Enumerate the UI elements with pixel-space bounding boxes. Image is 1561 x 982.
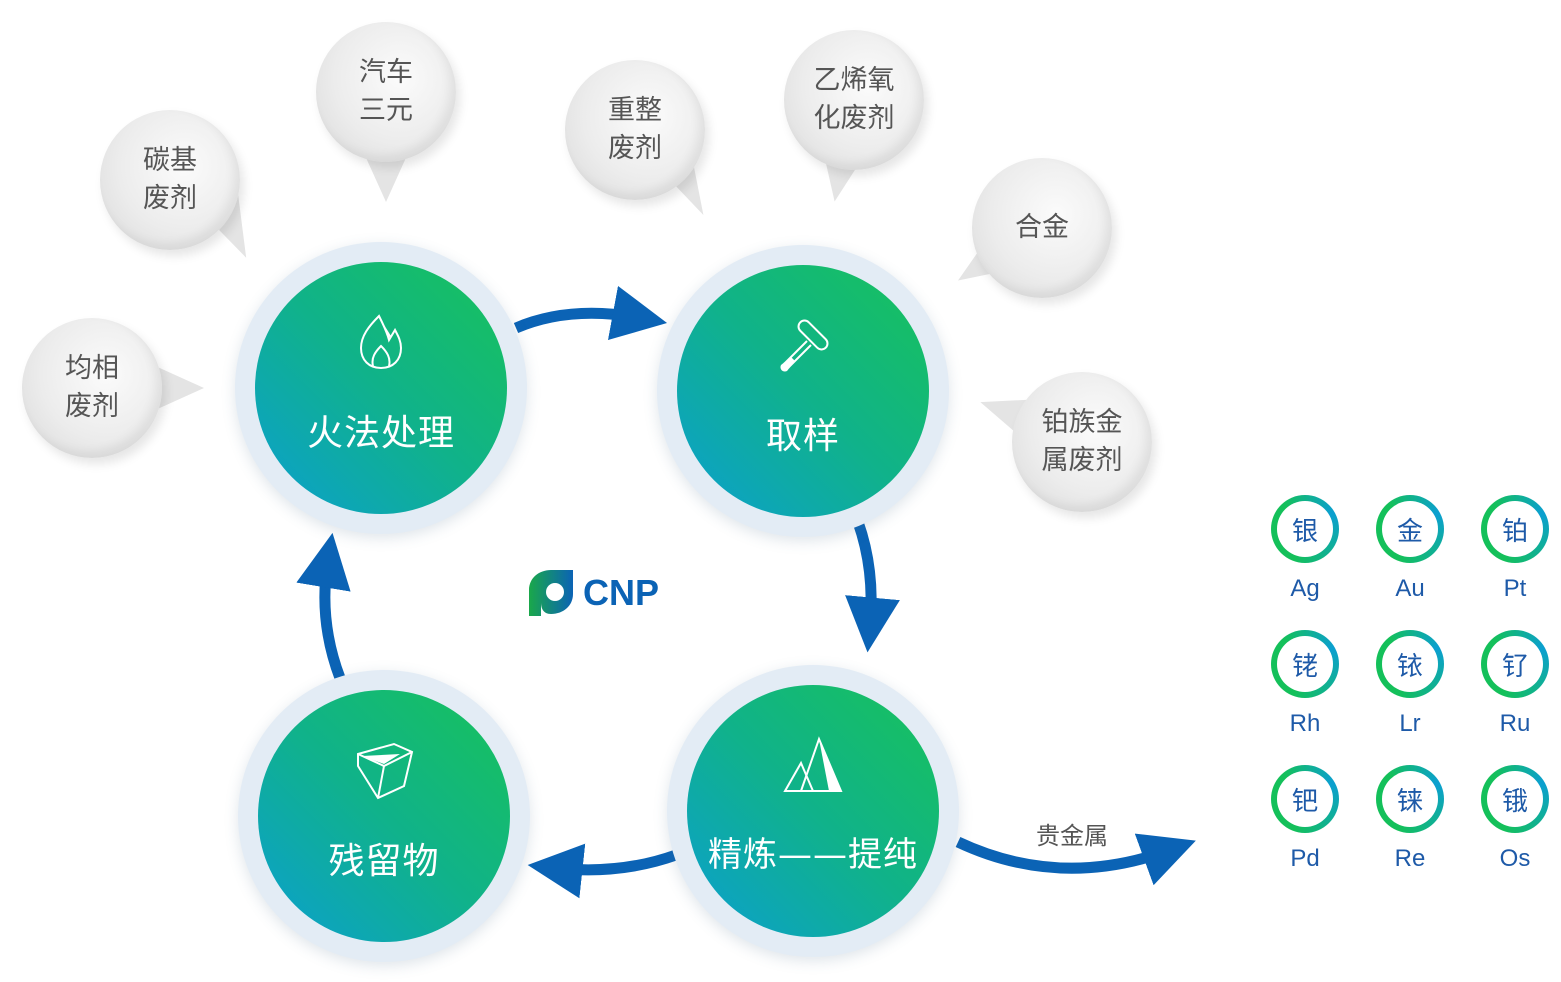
cnp-logo-mark-icon <box>529 570 573 616</box>
logo-text: CNP <box>583 572 660 613</box>
metal-cn: 铼 <box>1396 786 1423 817</box>
metal-item: 锇 Os <box>1475 765 1555 873</box>
flame-icon <box>359 314 403 370</box>
metal-cn: 金 <box>1396 516 1423 547</box>
metal-cn: 铱 <box>1396 651 1423 682</box>
feedstock-bubble-reforming: 重整 废剂 <box>565 60 713 225</box>
feedstock-label: 铂族金 属废剂 <box>1041 407 1123 476</box>
metal-cn: 银 <box>1291 516 1318 547</box>
metal-item: 铂 Pt <box>1475 495 1555 603</box>
process-label: 精炼——提纯 <box>708 835 918 875</box>
metal-item: 钌 Ru <box>1475 630 1555 738</box>
arrow-refining-to-residue <box>527 843 678 899</box>
metal-symbol: Rh <box>1289 710 1321 737</box>
arrow-refining-to-output <box>955 833 1196 886</box>
process-label: 残留物 <box>328 841 440 882</box>
metal-symbol: Lr <box>1399 710 1421 737</box>
metal-symbol: Pd <box>1290 845 1320 872</box>
metal-symbol: Re <box>1394 845 1426 872</box>
feedstock-label: 汽车 三元 <box>359 57 413 126</box>
feedstock-label: 碳基 废剂 <box>143 145 197 214</box>
arrow-sampling-to-refining <box>845 520 900 653</box>
feedstock-label: 重整 废剂 <box>608 95 662 164</box>
process-node-sampling: 取样 <box>657 245 949 537</box>
metal-item: 铱 Lr <box>1370 630 1450 738</box>
metal-cn: 铂 <box>1501 516 1528 547</box>
feedstock-bubble-pgm-spent: 铂族金 属废剂 <box>972 372 1152 512</box>
arrow-residue-to-pyro <box>296 532 351 680</box>
metal-cn: 钯 <box>1291 786 1318 817</box>
feedstock-label: 合金 <box>1015 212 1069 243</box>
metal-symbol: Ag <box>1290 575 1320 602</box>
metal-symbol: Au <box>1395 575 1425 602</box>
mountain-icon <box>783 736 843 792</box>
cnp-logo: CNP <box>527 568 659 618</box>
metal-item: 铑 Rh <box>1265 630 1345 738</box>
metal-item: 铼 Re <box>1370 765 1450 873</box>
metal-item: 钯 Pd <box>1265 765 1345 873</box>
feedstock-bubble-homogeneous: 均相 废剂 <box>22 318 204 458</box>
feedstock-label: 乙烯氧 化废剂 <box>813 65 895 134</box>
metal-cn: 铑 <box>1291 651 1318 682</box>
metal-symbol: Ru <box>1499 710 1531 737</box>
metal-item: 银 Ag <box>1265 495 1345 603</box>
metal-symbol: Os <box>1499 845 1531 872</box>
metal-cn: 钌 <box>1501 651 1528 682</box>
feedstock-label: 均相 废剂 <box>65 353 119 422</box>
dropper-icon <box>780 319 829 372</box>
process-node-pyro: 火法处理 <box>235 242 527 534</box>
feedstock-bubble-alloy: 合金 <box>944 158 1112 298</box>
feedstock-bubble-ethylene-oxidation: 乙烯氧 化废剂 <box>784 30 924 207</box>
process-node-refining: 精炼——提纯 <box>667 665 959 957</box>
feedstock-bubble-carbon-based: 碳基 废剂 <box>100 110 260 268</box>
metal-item: 金 Au <box>1370 495 1450 603</box>
process-node-residue: 残留物 <box>238 670 530 962</box>
metal-cn: 锇 <box>1501 786 1528 817</box>
process-label: 取样 <box>765 416 840 457</box>
feedstock-bubble-auto-three-way: 汽车 三元 <box>316 22 456 202</box>
arrow-pyro-to-sampling <box>513 285 668 341</box>
output-label: 贵金属 <box>1036 822 1108 850</box>
metal-symbol: Pt <box>1503 575 1527 602</box>
process-label: 火法处理 <box>306 413 455 454</box>
cube-icon <box>357 742 414 800</box>
